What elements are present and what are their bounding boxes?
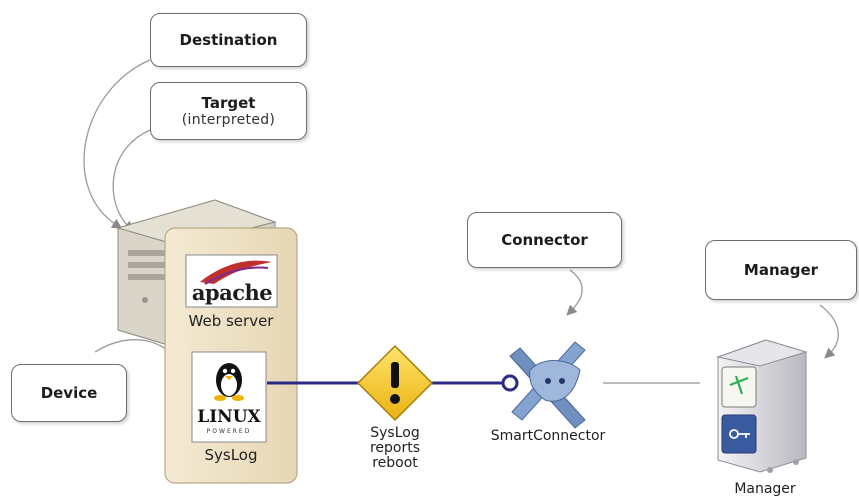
syslog-label: SysLog [204,446,258,464]
event-label-line1: SysLog [370,425,420,441]
target-title: Target [201,94,256,112]
smartconnector-label: SmartConnector [490,428,606,444]
manager-pointer [819,304,839,359]
target-subtitle: (interpreted) [181,112,276,128]
target-pointer [112,129,151,232]
event-label: SysLog reports reboot [355,426,435,471]
warning-icon [356,344,434,422]
manager-callout: Manager [705,240,857,300]
target-callout: Target (interpreted) [150,82,307,140]
connector-port [501,374,519,392]
connector-title: Connector [501,231,588,249]
destination-callout: Destination [150,13,307,67]
linux-logo [191,351,267,443]
manager-server-icon [716,339,808,473]
web-server-label: Web server [188,312,274,330]
event-label-line2: reports [369,440,421,456]
connector-pointer [566,269,583,316]
device-title: Device [40,384,98,402]
device-callout: Device [11,364,127,422]
linux-logo-text: LINUX [197,407,261,427]
linux-logo-subtext: POWERED [206,428,252,435]
destination-title: Destination [179,31,278,49]
apache-logo-text: apache [191,280,273,305]
connector-callout: Connector [467,212,622,268]
manager-title: Manager [743,261,819,279]
event-label-line3: reboot [372,455,418,471]
apache-logo [185,254,278,308]
manager-host-label: Manager [734,481,796,497]
destination-pointer [83,59,151,229]
smartconnector-icon [509,341,586,429]
